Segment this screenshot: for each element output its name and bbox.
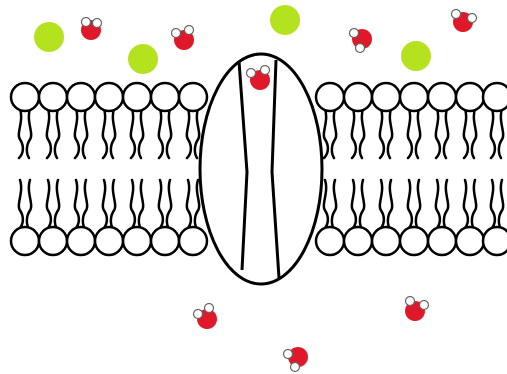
solute-particle-icon — [34, 22, 64, 52]
hydrogen-atom — [93, 19, 102, 28]
lipid-head — [67, 227, 95, 255]
lipid-head — [11, 227, 39, 255]
lipid-head — [39, 83, 67, 111]
lipid-head — [151, 83, 179, 111]
lipid-head — [344, 83, 372, 111]
lipid-head — [95, 83, 123, 111]
hydrogen-atom — [452, 10, 461, 19]
lipid-head — [123, 227, 151, 255]
hydrogen-atom — [350, 29, 359, 38]
hydrogen-atom — [356, 44, 365, 53]
hydrogen-atom — [247, 69, 256, 78]
lipid-head — [67, 83, 95, 111]
hydrogen-atom — [420, 301, 429, 310]
lipid-head — [372, 227, 400, 255]
lipid-head — [372, 83, 400, 111]
lipid-head — [344, 227, 372, 255]
lipid-head — [400, 227, 428, 255]
lipid-head — [483, 83, 507, 111]
hydrogen-atom — [194, 310, 203, 319]
lipid-head — [400, 83, 428, 111]
hydrogen-atom — [468, 14, 477, 23]
hydrogen-atom — [406, 297, 415, 306]
lipid-head — [316, 83, 344, 111]
hydrogen-atom — [291, 363, 300, 372]
hydrogen-atom — [82, 18, 91, 27]
water-molecule-icon — [81, 18, 102, 41]
lipid-head — [316, 227, 344, 255]
lipid-head — [151, 227, 179, 255]
lipid-head — [428, 227, 456, 255]
lipid-head — [11, 83, 39, 111]
lipid-head — [483, 227, 507, 255]
solute-particle-icon — [401, 41, 431, 71]
hydrogen-atom — [284, 350, 293, 359]
hydrogen-atom — [172, 29, 181, 38]
solute-particle-icon — [270, 5, 300, 35]
hydrogen-atom — [205, 304, 214, 313]
lipid-head — [179, 83, 207, 111]
solute-particle-icon — [128, 44, 158, 74]
lipid-head — [95, 227, 123, 255]
hydrogen-atom — [185, 26, 194, 35]
lipid-head — [39, 227, 67, 255]
hydrogen-atom — [261, 66, 270, 75]
lipid-head — [456, 83, 484, 111]
lipid-head — [456, 227, 484, 255]
lipid-head — [179, 227, 207, 255]
lipid-head — [123, 83, 151, 111]
lipid-head — [428, 83, 456, 111]
